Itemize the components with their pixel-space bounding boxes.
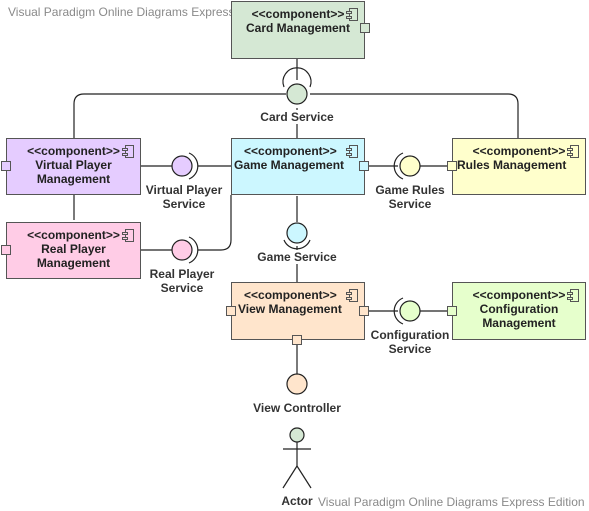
configuration-service-ball [399, 300, 421, 322]
label-configuration-service: Configuration Service [370, 328, 450, 356]
watermark-bottom: Visual Paradigm Online Diagrams Express … [318, 495, 585, 509]
virtual-player-service-socket [188, 152, 199, 180]
stereotype-label: <<component>> [244, 288, 337, 302]
label-virtual-player-service: Virtual Player Service [145, 183, 223, 211]
card-service-ball [286, 83, 308, 105]
component-name: Card Management [245, 21, 351, 35]
label-card-service: Card Service [260, 110, 334, 124]
component-card-management[interactable]: <<component>> Card Management [231, 1, 365, 59]
component-rules-management[interactable]: <<component>> Rules Management [452, 138, 586, 195]
component-name: Configuration Management [479, 302, 559, 330]
connector-real-service-game [198, 195, 232, 251]
component-view-management[interactable]: <<component>> View Management [231, 282, 365, 340]
component-name: Rules Management [457, 158, 567, 172]
label-game-service: Game Service [257, 250, 337, 264]
virtual-player-service-ball [171, 155, 193, 177]
game-rules-service-socket [393, 152, 404, 180]
stereotype-label: <<component>> [472, 144, 566, 158]
component-icon [567, 289, 579, 302]
connector-card-service-loop [73, 93, 286, 220]
label-actor: Actor [281, 494, 313, 508]
stereotype-label: <<component>> [27, 228, 120, 242]
component-configuration-management[interactable]: <<component>> Configuration Management [452, 282, 586, 340]
stereotype-label: <<component>> [27, 144, 120, 158]
rules-port [447, 161, 457, 171]
component-virtual-player-management[interactable]: <<component>> Virtual Player Management [6, 138, 141, 195]
real-player-port [1, 245, 11, 255]
actor-figure [282, 427, 312, 489]
component-name: View Management [238, 302, 342, 316]
game-service-socket [283, 239, 311, 250]
stereotype-label: <<component>> [251, 7, 345, 21]
real-player-service-ball [171, 239, 193, 261]
component-icon [346, 289, 358, 302]
real-player-service-socket [188, 236, 199, 264]
label-real-player-service: Real Player Service [149, 267, 215, 295]
card-port [360, 23, 370, 33]
stereotype-label: <<component>> [244, 144, 337, 158]
connector-card-service-rules [310, 93, 519, 138]
game-rules-service-ball [399, 155, 421, 177]
component-name: Game Management [234, 158, 345, 172]
component-name: Real Player Management [36, 242, 111, 270]
component-icon [567, 145, 579, 158]
label-view-controller: View Controller [253, 401, 341, 415]
configuration-service-socket [393, 297, 404, 325]
component-icon [122, 229, 134, 242]
view-controller-ball [286, 373, 308, 395]
game-port [359, 161, 369, 171]
component-name: Virtual Player Management [35, 158, 112, 186]
view-port-right [359, 306, 369, 316]
actor-head [289, 427, 305, 443]
component-real-player-management[interactable]: <<component>> Real Player Management [6, 222, 141, 279]
label-game-rules-service: Game Rules Service [375, 183, 445, 211]
component-icon [346, 8, 358, 21]
stereotype-label: <<component>> [472, 288, 566, 302]
component-icon [346, 145, 358, 158]
virtual-player-port [1, 161, 11, 171]
watermark-top: Visual Paradigm Online Diagrams Express … [8, 5, 275, 19]
card-service-socket [282, 67, 312, 88]
config-port [447, 306, 457, 316]
view-port-left [226, 306, 236, 316]
game-service-ball [286, 222, 308, 244]
component-game-management[interactable]: <<component>> Game Management [231, 138, 365, 195]
view-port-bottom [292, 335, 302, 345]
component-icon [122, 145, 134, 158]
